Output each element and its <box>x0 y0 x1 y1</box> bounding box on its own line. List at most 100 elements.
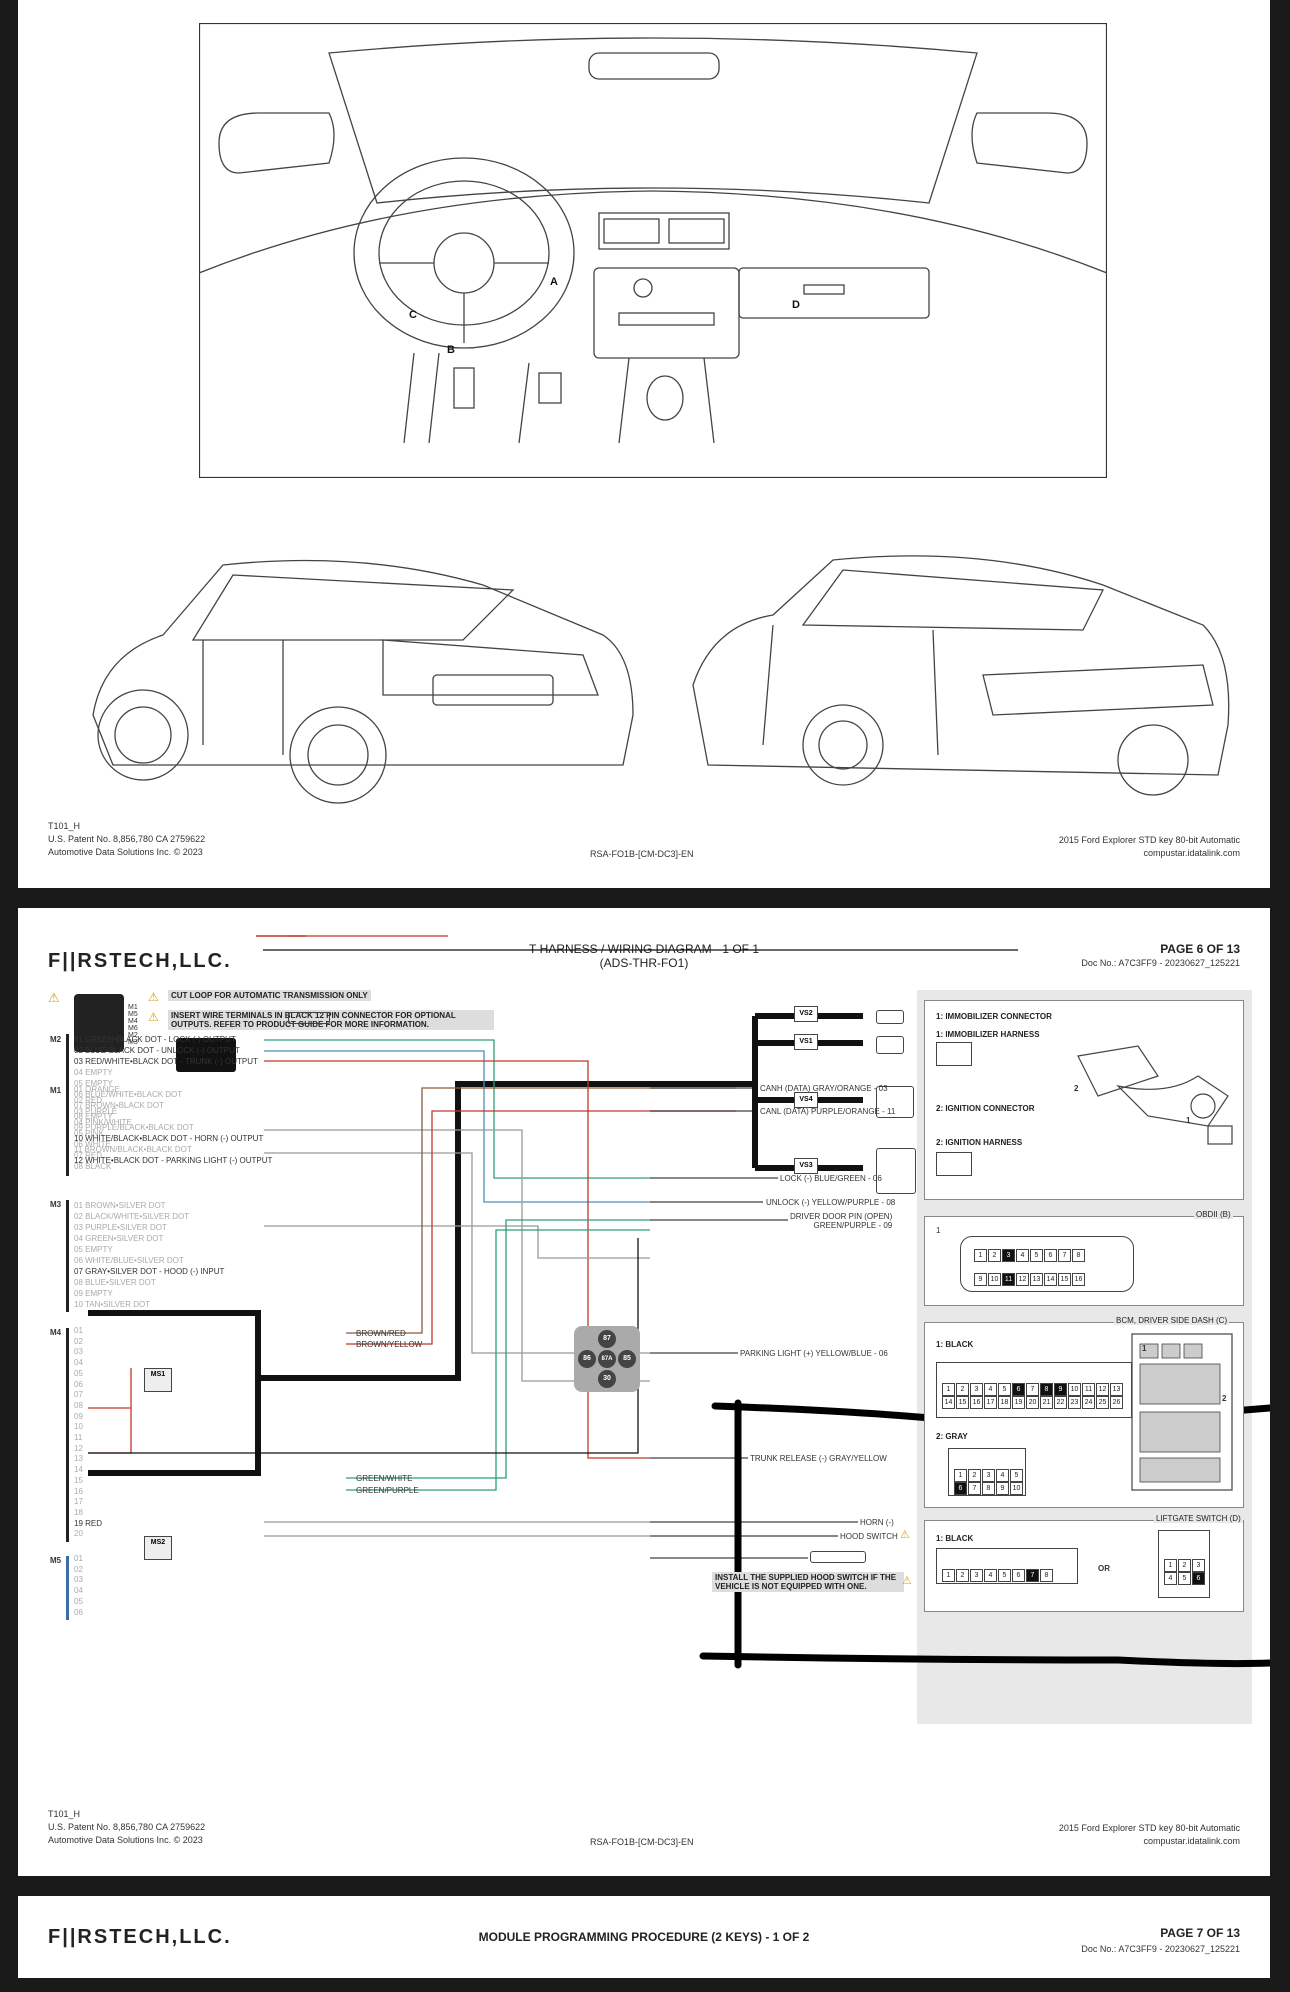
bcm-gray-pin: 3 <box>982 1469 995 1482</box>
fuse-box-illustration <box>1131 1333 1233 1491</box>
bcm-num-2: 2 <box>1222 1394 1227 1403</box>
label-driver-door: DRIVER DOOR PIN (OPEN) GREEN/PURPLE - 09 <box>790 1212 892 1230</box>
immobilizer-box <box>924 1000 1244 1200</box>
liftgate-alt-pin: 4 <box>1164 1572 1177 1585</box>
m1-wire: 06 WHITE <box>74 1140 111 1149</box>
page1-footer-left: T101_H U.S. Patent No. 8,856,780 CA 2759… <box>48 820 205 859</box>
obdii-pin: 14 <box>1044 1273 1057 1286</box>
m3-wire: 09 EMPTY <box>74 1289 113 1298</box>
m3-wire: 06 WHITE/BLUE•SILVER DOT <box>74 1256 184 1265</box>
obdii-pin: 16 <box>1072 1273 1085 1286</box>
label-lock: LOCK (-) BLUE/GREEN - 06 <box>780 1174 882 1183</box>
label-hood: HOOD SWITCH <box>840 1532 898 1541</box>
ignition-harness-plug <box>936 1152 972 1176</box>
m2-wire: 05 EMPTY <box>74 1079 113 1088</box>
vs3-connector: VS3 <box>794 1158 818 1174</box>
m1-wire: 02 RED <box>74 1096 103 1105</box>
liftgate-pin: 4 <box>984 1569 997 1582</box>
vehicle-rear-illustration <box>92 559 634 804</box>
m4-pin: 04 <box>74 1358 83 1368</box>
obdii-pin: 6 <box>1044 1249 1057 1262</box>
vs-plug-3 <box>876 1086 914 1118</box>
programming-title: MODULE PROGRAMMING PROCEDURE (2 KEYS) - … <box>478 1930 810 1944</box>
label-horn: HORN (-) <box>860 1518 894 1527</box>
m4-pin: 07 <box>74 1390 83 1400</box>
footer-copyright: Automotive Data Solutions Inc. © 2023 <box>48 847 203 857</box>
liftgate-alt-pin: 3 <box>1192 1559 1205 1572</box>
bcm-pin: 8 <box>1040 1383 1053 1396</box>
page1-footer-right: 2015 Ford Explorer STD key 80-bit Automa… <box>1059 834 1240 860</box>
label-c: C <box>409 309 417 321</box>
liftgate-pin: 7 <box>1026 1569 1039 1582</box>
bcm-pin: 14 <box>942 1396 955 1409</box>
note-insert-terminals: INSERT WIRE TERMINALS IN BLACK 12 PIN CO… <box>168 1010 494 1030</box>
liftgate-or: OR <box>1098 1564 1110 1573</box>
bcm-pin: 11 <box>1082 1383 1095 1396</box>
bcm-pin: 13 <box>1110 1383 1123 1396</box>
m4-pin: 12 <box>74 1443 83 1453</box>
vs1-connector: VS1 <box>794 1034 818 1050</box>
page-number: PAGE 6 OF 13 <box>1160 942 1240 956</box>
m3-wire: 03 PURPLE•SILVER DOT <box>74 1223 167 1232</box>
bcm-pin: 10 <box>1068 1383 1081 1396</box>
liftgate-alt-pin: 1 <box>1164 1559 1177 1572</box>
warning-icon-0: ⚠ <box>48 990 60 1005</box>
vs-plug-4 <box>876 1148 916 1194</box>
bcm-pin: 1 <box>942 1383 955 1396</box>
m1-wire: 07 RED <box>74 1151 103 1160</box>
bcm-gray-pin: 6 <box>954 1482 967 1495</box>
bcm-pin: 26 <box>1110 1396 1123 1409</box>
m5-pin: 04 <box>74 1586 83 1596</box>
vehicle-interior-illustration: A B C D <box>199 23 1107 478</box>
bcm-gray-pin: 7 <box>968 1482 981 1495</box>
m1-wire: 03 PURPLE <box>74 1107 118 1116</box>
m2-wire: 03 RED/WHITE•BLACK DOT - TRUNK (-) OUTPU… <box>74 1057 258 1066</box>
m2-port-label: M2 <box>50 1035 62 1044</box>
m4-pin: 15 <box>74 1475 83 1485</box>
note-hood-switch: INSTALL THE SUPPLIED HOOD SWITCH IF THE … <box>712 1572 904 1592</box>
bcm-pin: 17 <box>984 1396 997 1409</box>
obdii-pin: 11 <box>1002 1273 1015 1286</box>
doc-number: Doc No.: A7C3FF9 - 20230627_125221 <box>1081 958 1240 968</box>
m4-pin: 20 <box>74 1529 83 1539</box>
warning-icon-2: ⚠ <box>148 1010 159 1024</box>
obdii-title: OBDII (B) <box>1194 1210 1233 1219</box>
obdii-pin: 8 <box>1072 1249 1085 1262</box>
dashboard-diagram-page: A B C D T101_H U.S. Patent No. 8,856,780… <box>18 0 1270 888</box>
bcm-pin: 3 <box>970 1383 983 1396</box>
m2-wire: 07 BROWN•BLACK DOT <box>74 1101 164 1110</box>
obdii-pin: 3 <box>1002 1249 1015 1262</box>
hood-warning-icon: ⚠ <box>900 1529 910 1541</box>
bcm-pin: 16 <box>970 1396 983 1409</box>
bcm-gray-pin: 5 <box>1010 1469 1023 1482</box>
bcm-gray-pin: 2 <box>968 1469 981 1482</box>
relay-pin-85: 85 <box>618 1350 636 1368</box>
bcm-pin: 6 <box>1012 1383 1025 1396</box>
connector-12pin <box>176 1038 236 1072</box>
label-unlock: UNLOCK (-) YELLOW/PURPLE - 08 <box>766 1198 896 1207</box>
label-canh: CANH (DATA) GRAY/ORANGE - 03 <box>760 1084 888 1093</box>
m3-wire: 01 BROWN•SILVER DOT <box>74 1201 166 1210</box>
m2-wire: 06 BLUE/WHITE•BLACK DOT <box>74 1090 183 1099</box>
m2-wire: 10 WHITE/BLACK•BLACK DOT - HORN (-) OUTP… <box>74 1134 264 1143</box>
vs-plug-2 <box>876 1036 904 1054</box>
footer-patent: U.S. Patent No. 8,856,780 CA 2759622 <box>48 1822 206 1832</box>
ms1-connector: MS1 <box>144 1368 172 1392</box>
liftgate-pin: 2 <box>956 1569 969 1582</box>
liftgate-pin: 1 <box>942 1569 955 1582</box>
bcm-gray-pin: 10 <box>1010 1482 1023 1495</box>
immobilizer-harness-title: 1: IMMOBILIZER HARNESS <box>936 1030 1040 1039</box>
m5-bar <box>66 1556 69 1620</box>
m1-wire: 08 BLACK <box>74 1162 112 1171</box>
relay-pin-86: 86 <box>578 1350 596 1368</box>
vs2-connector: VS2 <box>794 1006 818 1022</box>
m4-pin: 06 <box>74 1379 83 1389</box>
